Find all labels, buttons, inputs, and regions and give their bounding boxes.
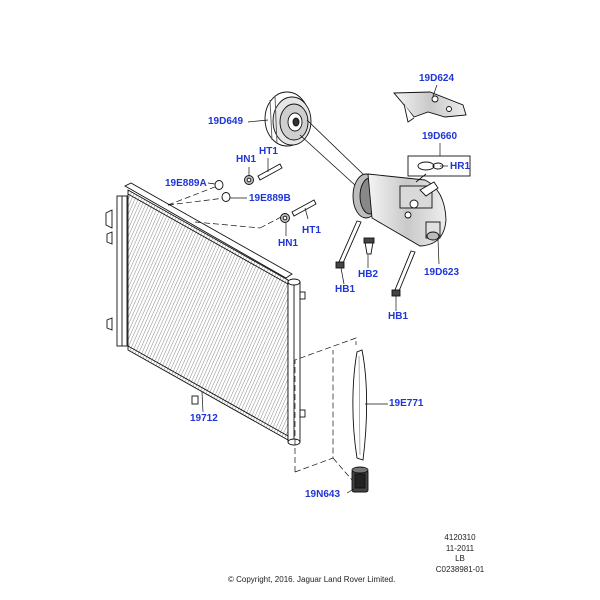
- callout-ht1-lower[interactable]: HT1: [302, 225, 321, 236]
- reference-id: C0238981-01: [435, 564, 485, 574]
- condenser: [105, 182, 306, 446]
- callout-leaders: [201, 84, 448, 494]
- callout-19e889b[interactable]: 19E889B: [249, 193, 291, 204]
- callout-19d623[interactable]: 19D623: [424, 267, 460, 278]
- callout-19n643[interactable]: 19N643: [305, 489, 341, 500]
- callout-19712[interactable]: 19712: [190, 413, 218, 424]
- callout-ht1-upper[interactable]: HT1: [259, 146, 278, 157]
- callout-hb2[interactable]: HB2: [358, 269, 379, 280]
- compressor-bracket: [393, 91, 467, 123]
- callout-hn1-lower[interactable]: HN1: [278, 238, 299, 249]
- copyright-notice: © Copyright, 2016. Jaguar Land Rover Lim…: [228, 575, 396, 584]
- callout-19d624[interactable]: 19D624: [419, 73, 455, 84]
- studs-and-nuts: [214, 163, 317, 223]
- illustration-reference: 4120310 11-2011 LB C0238981-01: [430, 533, 490, 575]
- callout-hb1-right[interactable]: HB1: [388, 311, 409, 322]
- oring-kit-box: [407, 155, 471, 177]
- reference-code: LB: [455, 554, 465, 563]
- reference-number: 4120310: [444, 533, 476, 542]
- reference-date: 11-2011: [445, 543, 475, 553]
- receiver-drier-plug: [351, 466, 369, 493]
- callout-19e771[interactable]: 19E771: [389, 398, 424, 409]
- pulley-leader-lines: [299, 119, 366, 187]
- ac-compressor: [352, 173, 447, 247]
- callout-hb1-left[interactable]: HB1: [335, 284, 356, 295]
- compressor-bolts: [335, 220, 416, 297]
- desiccant-cartridge: [352, 349, 368, 461]
- callout-hn1-upper[interactable]: HN1: [236, 154, 257, 165]
- callout-19d660[interactable]: 19D660: [422, 131, 458, 142]
- compressor-pulley: [264, 91, 312, 147]
- callout-19d649[interactable]: 19D649: [208, 116, 244, 127]
- callout-hr1[interactable]: HR1: [450, 161, 471, 172]
- callout-19e889a[interactable]: 19E889A: [165, 178, 207, 189]
